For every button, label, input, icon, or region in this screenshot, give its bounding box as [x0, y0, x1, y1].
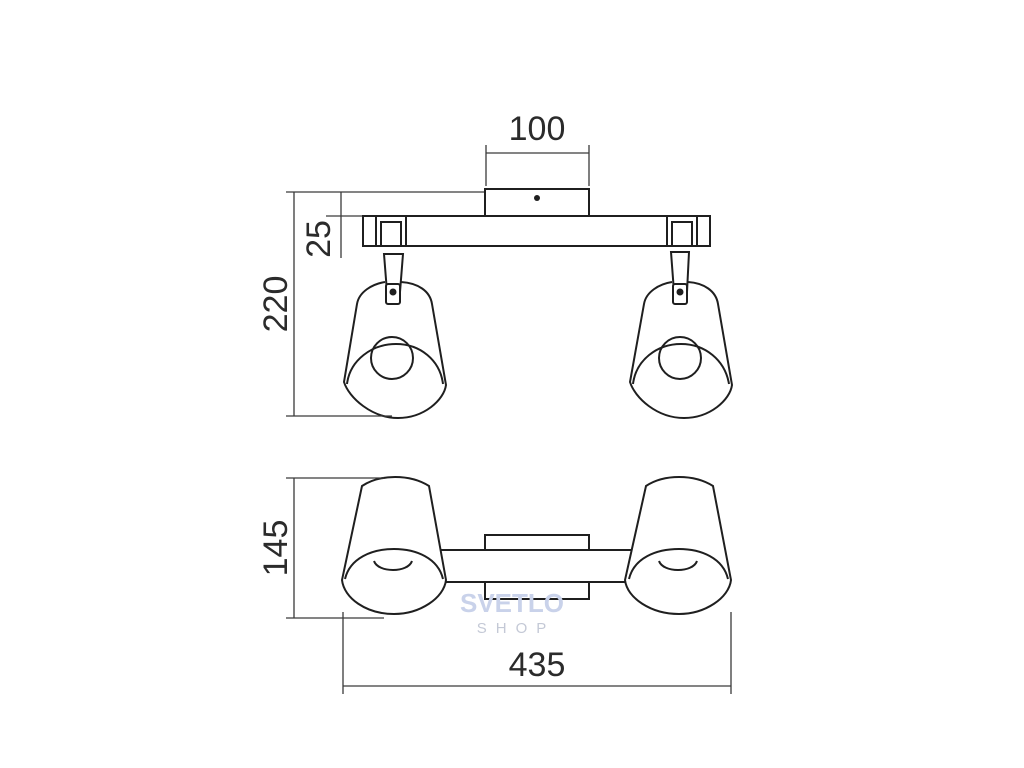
dimension-depth-label: 145	[257, 520, 295, 577]
dimension-plate-offset: 25	[300, 191, 484, 258]
dimension-top-width: 100	[485, 110, 590, 186]
mount-block	[484, 188, 590, 217]
top-bar	[429, 549, 639, 583]
watermark-line2: SHOP	[477, 620, 556, 637]
watermark-line1: SVETLO	[460, 588, 564, 618]
dimension-height-label: 220	[257, 276, 295, 333]
front-view	[342, 188, 734, 420]
dimension-depth: 145	[257, 477, 384, 619]
dimension-length-label: 435	[509, 646, 566, 684]
dimension-length: 435	[342, 612, 732, 694]
dimension-height: 220	[257, 191, 392, 417]
watermark-logo: SVETLO SHOP	[460, 588, 564, 637]
left-top-shade	[340, 476, 448, 616]
mounting-bar	[362, 215, 711, 247]
top-view	[340, 476, 733, 616]
right-spot-arm	[669, 251, 691, 305]
dimension-plate-offset-label: 25	[300, 220, 338, 258]
right-top-shade	[623, 476, 733, 616]
left-spot-arm	[382, 253, 405, 305]
mount-screw	[534, 195, 540, 201]
right-spot-shade	[628, 281, 734, 420]
dimension-top-width-label: 100	[509, 110, 566, 148]
left-spot-shade	[342, 281, 448, 420]
